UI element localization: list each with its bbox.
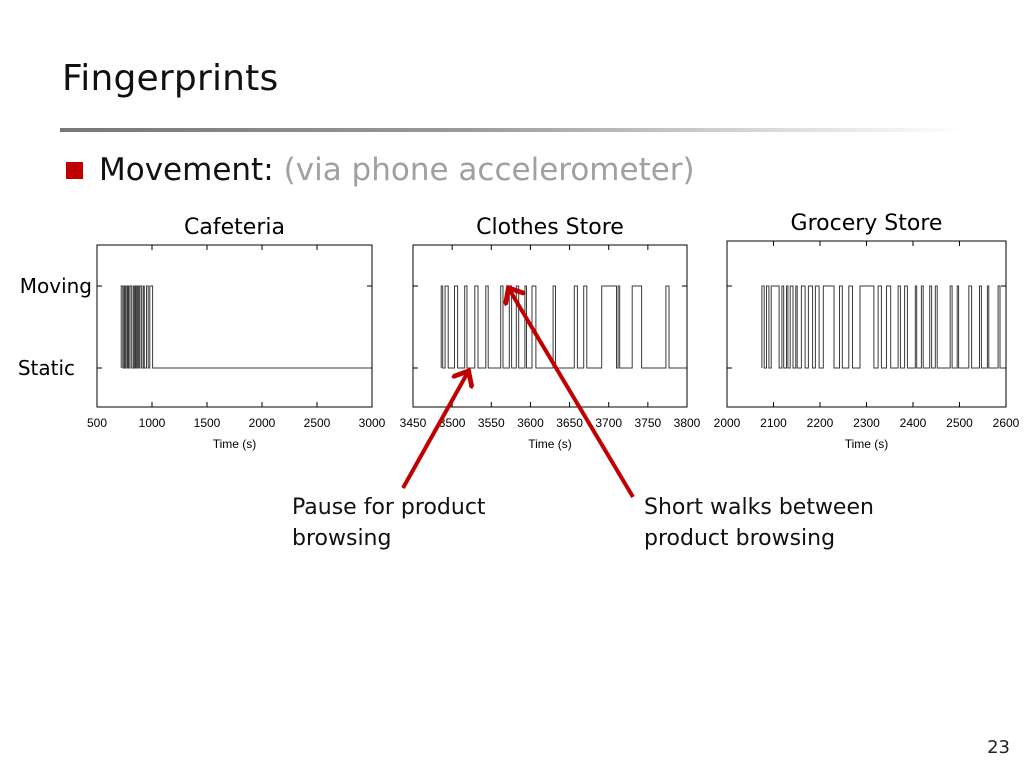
cafeteria-xaxis-label: Time (s) (213, 437, 257, 451)
grocery-store-title: Grocery Store (791, 211, 943, 236)
clothes-store-xtick-label: 3550 (478, 416, 505, 430)
grocery-store-xtick-label: 2100 (760, 416, 787, 430)
clothes-store-plot-frame (412, 244, 688, 408)
ytick-label-static: Static (18, 356, 75, 380)
bullet-sub-text: (via phone accelerometer) (283, 152, 695, 188)
walks-arrow (509, 289, 635, 499)
clothes-store-xtick-label: 3500 (439, 416, 466, 430)
bullet-item: Movement: (via phone accelerometer) (66, 152, 695, 188)
grocery-store-xtick-label: 2300 (853, 416, 880, 430)
cafeteria-xtick-label: 1500 (194, 416, 221, 430)
clothes-store-xtick-label: 3800 (674, 416, 701, 430)
ytick-label-moving: Moving (20, 274, 92, 298)
cafeteria-plot-frame (96, 244, 373, 408)
cafeteria-xtick-label: 2000 (249, 416, 276, 430)
annotation-pause: Pause for product browsing (292, 495, 486, 551)
clothes-store-xtick-label: 3750 (635, 416, 662, 430)
clothes-store-xaxis-label: Time (s) (528, 437, 572, 451)
bullet-main-text: Movement: (99, 152, 274, 188)
cafeteria-xtick-label: 3000 (359, 416, 386, 430)
clothes-store-xtick-label: 3450 (400, 416, 427, 430)
pause-arrow (401, 372, 468, 489)
title-divider (60, 128, 965, 132)
grocery-store-xtick-label: 2600 (993, 416, 1020, 430)
clothes-store-movement-series (440, 285, 686, 369)
clothes-store-title: Clothes Store (476, 215, 624, 240)
grocery-store-xtick-label: 2400 (900, 416, 927, 430)
clothes-store-xtick-label: 3650 (556, 416, 583, 430)
grocery-store-xtick-label: 2000 (714, 416, 741, 430)
cafeteria-xtick-label: 2500 (304, 416, 331, 430)
cafeteria-xtick-label: 500 (87, 416, 107, 430)
clothes-store-xtick-label: 3600 (517, 416, 544, 430)
grocery-store-xtick-label: 2500 (946, 416, 973, 430)
annotation-walks: Short walks between product browsing (644, 495, 874, 551)
bullet-square-icon (66, 161, 83, 179)
slide-title: Fingerprints (62, 58, 279, 99)
cafeteria-title: Cafeteria (184, 215, 285, 240)
cafeteria-movement-series (120, 285, 371, 369)
clothes-store-xtick-label: 3700 (595, 416, 622, 430)
grocery-store-xtick-label: 2200 (807, 416, 834, 430)
page-number: 23 (987, 737, 1010, 758)
grocery-store-movement-series (761, 285, 1005, 369)
grocery-store-xaxis-label: Time (s) (845, 437, 889, 451)
cafeteria-xtick-label: 1000 (139, 416, 166, 430)
